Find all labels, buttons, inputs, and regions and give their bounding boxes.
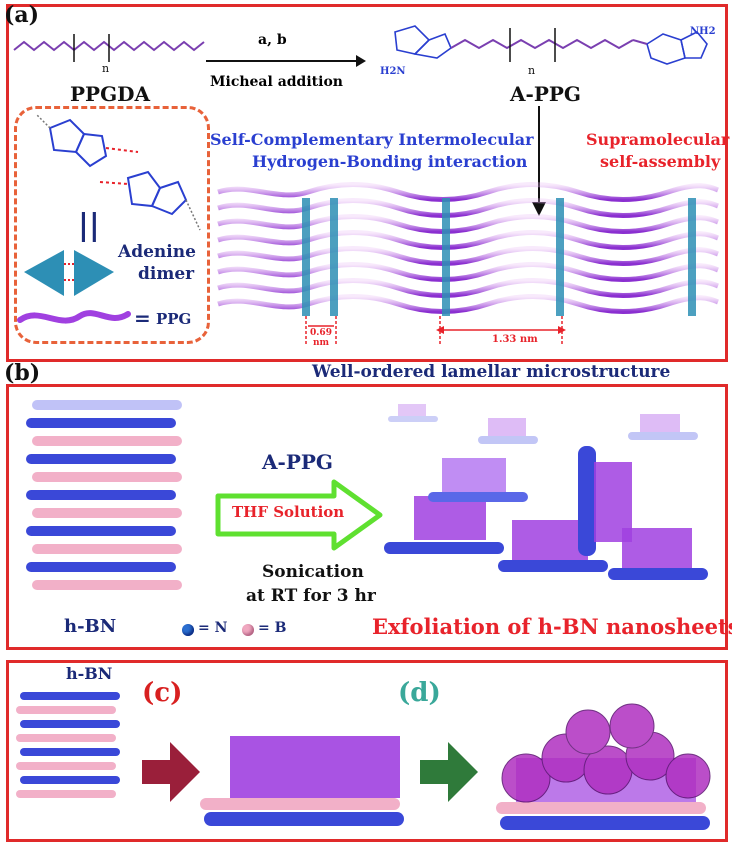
sheet-5: [578, 446, 632, 556]
hbn-label-b: h-BN: [64, 616, 117, 637]
microstructure-caption: Well-ordered lamellar microstructure: [312, 362, 671, 382]
legend-b-label: = B: [258, 620, 287, 636]
subscript-n-product: n: [528, 64, 535, 77]
subscript-n: n: [102, 62, 109, 75]
interaction-title-line2: Hydrogen-Bonding interaction: [252, 152, 528, 171]
ppg-chain-icon: [17, 310, 131, 324]
legend-b-icon: [242, 624, 254, 636]
reagent-label-b: A-PPG: [262, 450, 333, 474]
solvent-label: THF Solution: [232, 503, 345, 521]
exfoliated-nanosheets: [384, 404, 708, 580]
arrow-c-icon: [142, 742, 200, 802]
equivalence-symbol: ||: [78, 208, 100, 243]
hbn-layers: [26, 400, 182, 590]
sheet-6: [478, 418, 538, 444]
interaction-title-line1: Self-Complementary Intermolecular: [210, 130, 534, 149]
amine-label-left: H2N: [380, 66, 406, 77]
condition-line2: at RT for 3 hr: [246, 586, 376, 606]
label-c: (c): [142, 678, 183, 708]
dimer-wedge-icon: [24, 250, 114, 296]
sheet-1: [384, 496, 504, 554]
panel-b: [6, 384, 728, 650]
dimer-label-line2: dimer: [138, 264, 195, 284]
adenine-columns: [302, 198, 696, 316]
ppg-equals: =: [134, 306, 151, 330]
sheet-4: [428, 458, 528, 502]
sheet-8: [388, 404, 438, 422]
particles-on-sheet-d: [496, 703, 711, 830]
single-sheet-c: [200, 736, 404, 826]
hbn-stack-small: [16, 692, 120, 798]
panel-a-label: (a): [4, 2, 40, 28]
legend-n-icon: [182, 624, 194, 636]
sheet-2: [498, 520, 608, 572]
exfoliation-result: Exfoliation of h-BN nanosheets: [372, 614, 732, 639]
hbn-stack: [26, 400, 182, 590]
ppg-legend-label: PPG: [156, 310, 192, 328]
reaction-arrow: [206, 55, 366, 67]
reaction-name: Micheal addition: [210, 74, 343, 90]
process-arrow: [215, 479, 383, 551]
amine-label-right: NH2: [690, 26, 716, 37]
arrow-d-icon: [420, 742, 478, 802]
dimer-label-line1: Adenine: [118, 242, 196, 262]
spacing-small-label: 0.69 nm: [310, 328, 332, 348]
assembly-title-line1: Supramolecular: [586, 130, 730, 149]
appg-structure: n: [394, 25, 708, 77]
hbn-label-cd: h-BN: [66, 664, 113, 683]
legend-n-label: = N: [198, 620, 228, 636]
spacing-large-label: 1.33 nm: [492, 334, 538, 345]
condition-line1: Sonication: [262, 562, 364, 582]
lamellar-microstructure: [217, 182, 719, 316]
spacing-markers: [305, 316, 566, 346]
panel-b-label: (b): [4, 360, 41, 386]
sheet-3: [608, 528, 708, 580]
dimer-inset: [14, 106, 210, 344]
sheet-7: [628, 414, 698, 440]
ppgda-label: PPGDA: [70, 82, 151, 106]
panel-cd: [6, 660, 728, 842]
ppgda-structure: n: [13, 34, 205, 75]
adenine-dimer-structure: [35, 113, 201, 231]
spheres: [501, 703, 711, 803]
assembly-title-line2: self-assembly: [600, 152, 721, 171]
panel-a: [6, 4, 728, 362]
label-d: (d): [398, 678, 441, 708]
reagents-label: a, b: [258, 32, 287, 48]
lamellar-waves: [217, 182, 719, 314]
appg-label: A-PPG: [510, 82, 581, 106]
